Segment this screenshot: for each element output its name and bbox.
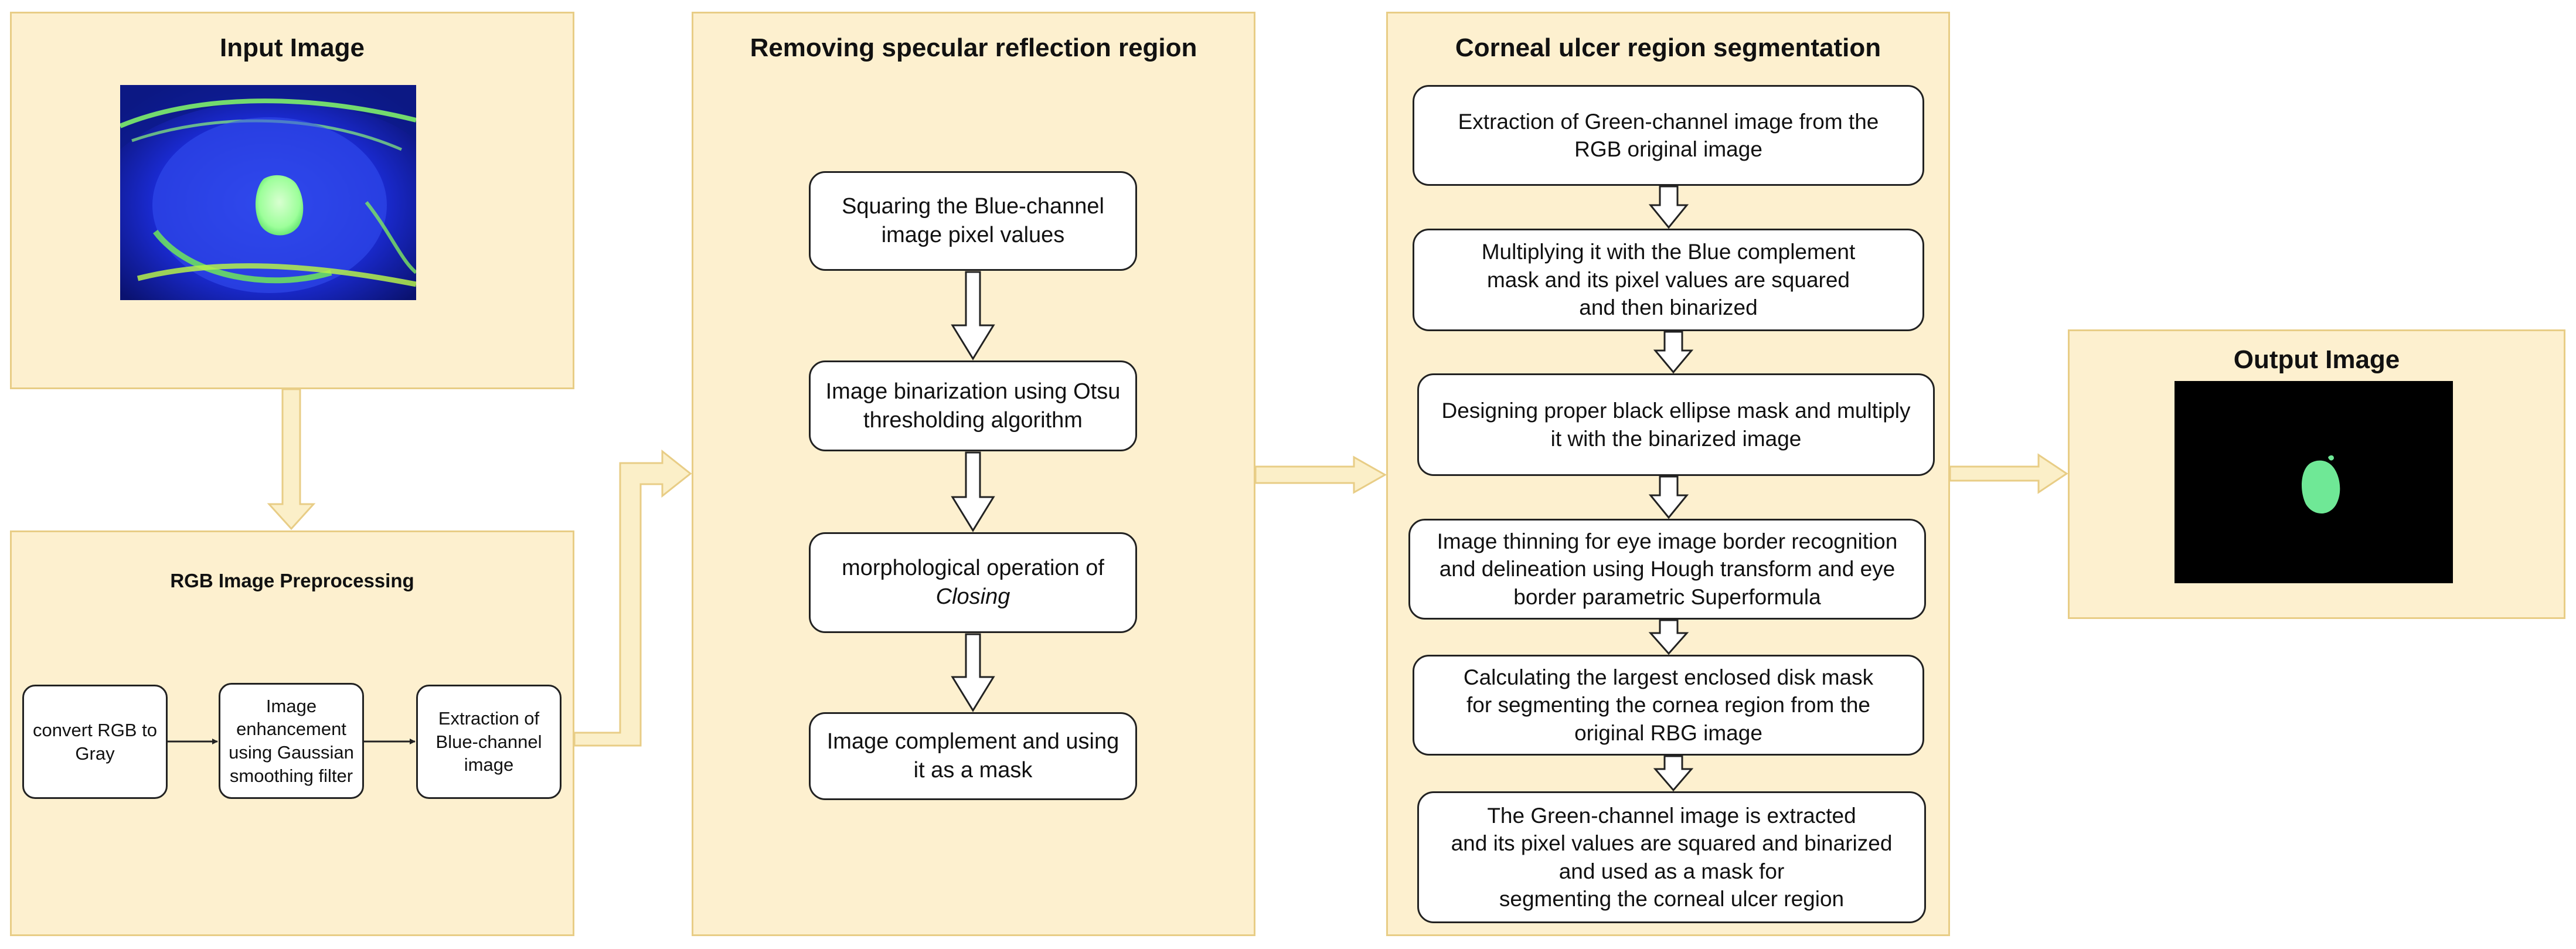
preprocessing-title: RGB Image Preprocessing [170,570,414,591]
ellipse-mask-step: Designing proper black ellipse mask and … [1417,373,1935,476]
gaussian-enhancement-step: Image enhancement using Gaussian smoothi… [219,683,364,799]
otsu-binarization-label: Image binarization using Otsu thresholdi… [825,379,1121,433]
morphological-closing-text: morphological operation of [842,556,1104,581]
seg-step3-to-step4-arrow [1648,475,1689,519]
closing-to-complement-arrow [951,633,995,712]
morphological-closing-step: morphological operation of Closing [809,532,1137,633]
enclosed-disk-mask-step: Calculating the largest enclosed disk ma… [1413,655,1924,756]
ellipse-mask-label: Designing proper black ellipse mask and … [1441,399,1911,451]
input-to-preprocessing-arrow [267,388,316,530]
green-channel-extraction-step: Extraction of Green-channel image from t… [1413,85,1924,186]
blue-complement-multiply-label: Multiplying it with the Blue complement … [1481,240,1856,320]
image-complement-step: Image complement and using it as a mask [809,712,1137,800]
specular-to-segmentation-arrow [1254,455,1387,494]
input-image-title: Input Image [220,33,365,62]
convert-rgb-to-gray-label: convert RGB to Gray [33,719,157,764]
segmentation-title: Corneal ulcer region segmentation [1455,33,1881,62]
square-to-otsu-arrow [951,271,995,360]
preprocessing-to-specular-arrow [573,449,692,747]
seg-step2-to-step3-arrow [1653,331,1694,374]
segmentation-to-output-arrow [1949,453,2068,494]
enclosed-disk-mask-label: Calculating the largest enclosed disk ma… [1463,665,1874,745]
input-eye-image [120,85,416,300]
ulcer-region-segmentation-label: The Green-channel image is extracted and… [1451,803,1893,911]
otsu-to-closing-arrow [951,451,995,532]
morphological-closing-label: morphological operation of Closing [842,554,1104,611]
specular-removal-title: Removing specular reflection region [750,33,1197,62]
image-complement-label: Image complement and using it as a mask [826,729,1119,783]
convert-rgb-to-gray-step: convert RGB to Gray [22,685,168,799]
blue-channel-extraction-step: Extraction of Blue-channel image [416,685,562,799]
otsu-binarization-step: Image binarization using Otsu thresholdi… [809,360,1137,451]
green-channel-extraction-label: Extraction of Green-channel image from t… [1458,109,1879,161]
seg-step4-to-step5-arrow [1648,619,1689,655]
image-thinning-hough-label: Image thinning for eye image border reco… [1437,529,1898,609]
seg-step1-to-step2-arrow [1648,185,1689,229]
seg-step5-to-step6-arrow [1653,755,1694,792]
output-image-title: Output Image [2233,345,2400,374]
blue-complement-multiply-step: Multiplying it with the Blue complement … [1413,229,1924,331]
image-thinning-hough-step: Image thinning for eye image border reco… [1408,519,1926,620]
gaussian-enhancement-label: Image enhancement using Gaussian smoothi… [229,695,354,786]
output-mask-image [2175,381,2453,583]
closing-word: Closing [935,584,1010,609]
ulcer-region-segmentation-step: The Green-channel image is extracted and… [1417,791,1926,923]
square-blue-channel-label: Squaring the Blue-channel image pixel va… [842,194,1104,247]
blue-channel-extraction-label: Extraction of Blue-channel image [435,708,542,775]
square-blue-channel-step: Squaring the Blue-channel image pixel va… [809,171,1137,271]
